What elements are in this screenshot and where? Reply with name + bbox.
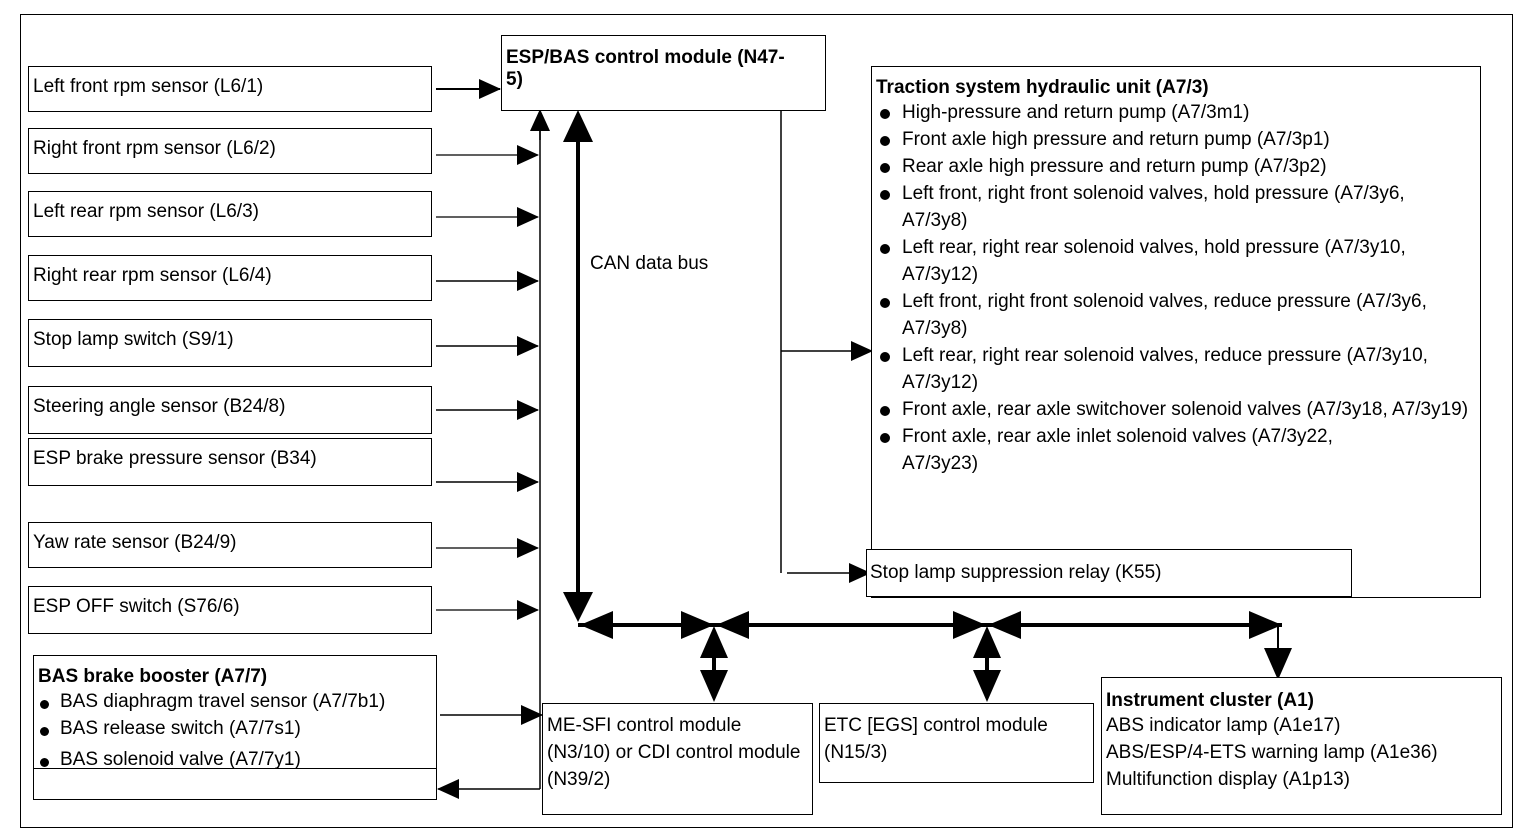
traction-hydraulic-unit: Traction system hydraulic unit (A7/3) Hi… <box>871 66 1481 598</box>
diagram-frame <box>20 14 1513 828</box>
traction-item: High-pressure and return pump (A7/3m1) <box>876 99 1476 126</box>
sensor-right-rear-rpm: Right rear rpm sensor (L6/4) <box>28 255 432 301</box>
me-sfi-control-module: ME-SFI control module (N3/10) or CDI con… <box>542 703 813 815</box>
bas-title: BAS brake booster (A7/7) <box>38 666 268 687</box>
traction-item: Front axle, rear axle switchover solenoi… <box>876 396 1482 423</box>
sensor-label: Steering angle sensor (B24/8) <box>33 396 286 417</box>
traction-item: Front axle high pressure and return pump… <box>876 126 1476 153</box>
bas-divider <box>33 768 437 769</box>
cluster-line: ABS/ESP/4-ETS warning lamp (A1e36) <box>1106 742 1438 763</box>
traction-item: Rear axle high pressure and return pump … <box>876 153 1476 180</box>
bas-brake-booster-box: BAS brake booster (A7/7) BAS diaphragm t… <box>33 655 437 800</box>
sensor-label: ESP OFF switch (S76/6) <box>33 596 240 617</box>
bas-item-list: BAS diaphragm travel sensor (A7/7b1) BAS… <box>38 688 432 773</box>
can-arrow-up <box>563 110 593 142</box>
traction-item: Left front, right front solenoid valves,… <box>876 288 1462 342</box>
sensor-left-front-rpm: Left front rpm sensor (L6/1) <box>28 66 432 112</box>
traction-item: Left front, right front solenoid valves,… <box>876 180 1442 234</box>
etc-label: ETC [EGS] control module (N15/3) <box>824 715 1048 763</box>
sensor-label: Left rear rpm sensor (L6/3) <box>33 201 259 222</box>
can-bus-label: CAN data bus <box>590 253 709 274</box>
sensor-steering-angle: Steering angle sensor (B24/8) <box>28 386 432 434</box>
sensor-stop-lamp-switch: Stop lamp switch (S9/1) <box>28 319 432 367</box>
sensor-left-rear-rpm: Left rear rpm sensor (L6/3) <box>28 191 432 237</box>
me-sfi-label: ME-SFI control module (N3/10) or CDI con… <box>547 715 801 790</box>
sensor-right-front-rpm: Right front rpm sensor (L6/2) <box>28 128 432 174</box>
traction-item: Front axle, rear axle inlet solenoid val… <box>876 423 1402 477</box>
sensor-label: Stop lamp switch (S9/1) <box>33 329 234 350</box>
traction-title: Traction system hydraulic unit (A7/3) <box>876 77 1209 98</box>
relay-label: Stop lamp suppression relay (K55) <box>870 562 1162 583</box>
bas-item: BAS diaphragm travel sensor (A7/7b1) <box>38 688 390 715</box>
cluster-line: ABS indicator lamp (A1e17) <box>1106 715 1341 736</box>
sensor-label: Yaw rate sensor (B24/9) <box>33 532 237 553</box>
bas-item: BAS solenoid valve (A7/7y1) <box>38 746 432 773</box>
sensor-yaw-rate: Yaw rate sensor (B24/9) <box>28 522 432 568</box>
sensor-label: Right rear rpm sensor (L6/4) <box>33 265 272 286</box>
sensor-label: Right front rpm sensor (L6/2) <box>33 138 276 159</box>
traction-item: Left rear, right rear solenoid valves, h… <box>876 234 1422 288</box>
etc-control-module: ETC [EGS] control module (N15/3) <box>819 703 1094 783</box>
stop-lamp-suppression-relay: Stop lamp suppression relay (K55) <box>866 549 1352 597</box>
sensor-esp-brake-pressure: ESP brake pressure sensor (B34) <box>28 438 432 486</box>
sensor-label: Left front rpm sensor (L6/1) <box>33 76 264 97</box>
instrument-cluster: Instrument cluster (A1) ABS indicator la… <box>1101 677 1502 815</box>
sensor-label: ESP brake pressure sensor (B34) <box>33 448 317 469</box>
cluster-title: Instrument cluster (A1) <box>1106 690 1314 711</box>
can-arrow-down <box>563 592 593 622</box>
sensor-esp-off-switch: ESP OFF switch (S76/6) <box>28 586 432 634</box>
esp-bas-control-module: ESP/BAS control module (N47-5) <box>501 35 826 111</box>
cluster-line: Multifunction display (A1p13) <box>1106 769 1350 790</box>
traction-item-list: High-pressure and return pump (A7/3m1) F… <box>876 99 1476 477</box>
esp-module-title: ESP/BAS control module (N47-5) <box>506 47 785 90</box>
bas-item: BAS release switch (A7/7s1) <box>38 715 432 742</box>
traction-item: Left rear, right rear solenoid valves, r… <box>876 342 1442 396</box>
